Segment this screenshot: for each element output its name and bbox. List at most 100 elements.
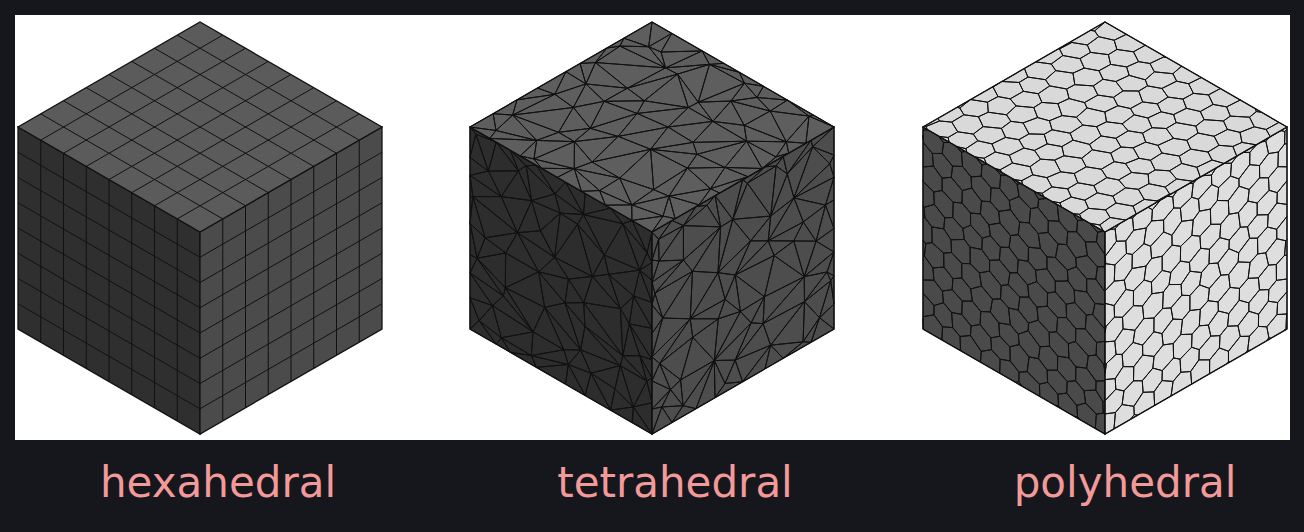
mesh-edge	[1218, 287, 1239, 313]
mesh-edge	[1238, 201, 1257, 227]
mesh-edge	[573, 101, 604, 128]
mesh-edge	[999, 210, 1020, 236]
mesh-edge	[200, 253, 382, 358]
mesh-edge	[1076, 329, 1097, 356]
mesh-edge	[586, 63, 627, 89]
mesh-edge	[1085, 314, 1105, 342]
mesh-edge	[1114, 253, 1132, 281]
mesh-edge	[652, 319, 690, 364]
mesh-edge	[1173, 334, 1192, 359]
mesh-edge	[1133, 318, 1154, 345]
mesh-edge	[1122, 342, 1143, 366]
mesh-edge	[1056, 244, 1077, 270]
mesh-edge	[663, 196, 675, 218]
mesh-edge	[805, 272, 831, 302]
mesh-edge	[629, 324, 652, 360]
mesh-edge	[488, 171, 518, 197]
mesh-edge	[649, 33, 672, 52]
mesh-type-label: tetrahedral	[557, 462, 793, 504]
mesh-edge	[542, 168, 575, 177]
mesh-edge	[813, 147, 834, 164]
mesh-edge	[109, 75, 291, 180]
mesh-edge	[1260, 152, 1279, 178]
mesh-edge	[923, 181, 934, 207]
mesh-edge	[711, 177, 748, 193]
mesh-edge	[1115, 367, 1134, 391]
mesh-edge	[747, 141, 787, 157]
mesh-edge	[1162, 245, 1180, 272]
mesh-edge	[698, 101, 731, 121]
mesh-edge	[1169, 163, 1200, 181]
mesh-edge	[989, 223, 1011, 247]
mesh-edge	[962, 263, 982, 289]
mesh-edge	[1148, 170, 1176, 187]
mesh-edge	[629, 324, 652, 360]
mesh-edge	[517, 88, 555, 100]
mesh-edge	[1239, 278, 1259, 303]
mesh-edge	[595, 63, 665, 89]
mesh-edge	[1067, 85, 1098, 103]
mesh-edge	[794, 147, 830, 198]
mesh-edge	[490, 130, 537, 140]
mesh-edge	[1192, 325, 1211, 350]
mesh-edge	[1133, 280, 1151, 306]
mesh-edge	[1267, 203, 1287, 229]
mesh-edge	[1157, 97, 1186, 114]
mesh-edge	[999, 323, 1019, 347]
mesh-edge	[1143, 332, 1164, 357]
mesh-edge	[1028, 282, 1048, 308]
mesh-edge	[923, 256, 934, 280]
mesh-edge	[923, 166, 942, 192]
mesh-edge	[1068, 342, 1088, 369]
mesh-edge	[768, 241, 794, 256]
mesh-edge	[623, 224, 647, 270]
mesh-edge	[652, 381, 671, 409]
mesh-edge	[1277, 292, 1287, 315]
mesh-edge	[1047, 370, 1067, 394]
mesh-edge	[1018, 297, 1038, 323]
mesh-edge	[690, 271, 718, 318]
mesh-edge	[714, 361, 725, 398]
mesh-edge	[714, 312, 751, 361]
mesh-edge	[1153, 344, 1174, 371]
mesh-edge	[1009, 308, 1029, 334]
mesh-edge	[1132, 244, 1152, 269]
mesh-edge	[1134, 355, 1155, 381]
mesh-edge	[1019, 134, 1047, 151]
mesh-edge	[1199, 185, 1219, 212]
mesh-edge	[470, 197, 485, 238]
mesh-edge	[1028, 320, 1049, 347]
mesh-edge	[805, 281, 831, 318]
mesh-edge	[820, 304, 834, 329]
mesh-edge	[611, 407, 634, 423]
mesh-edge	[1228, 300, 1249, 326]
mesh-edge	[479, 306, 501, 338]
mesh-edge	[470, 298, 479, 329]
mesh-edge	[536, 365, 568, 385]
mesh-edge	[1055, 281, 1074, 304]
mesh-edge	[1037, 306, 1058, 332]
mesh-edge	[1076, 367, 1096, 391]
mesh-edge	[1076, 256, 1098, 280]
mesh-edge	[1115, 329, 1135, 354]
mesh-edge	[1181, 271, 1201, 295]
mesh-edge	[40, 140, 41, 342]
mesh-type-label: polyhedral	[1014, 462, 1237, 504]
mesh-edge	[531, 332, 564, 356]
mesh-edge	[640, 356, 652, 382]
mesh-edge	[1111, 147, 1139, 164]
mesh-edge	[1268, 167, 1287, 193]
mesh-edge	[568, 350, 591, 373]
mesh-edge	[962, 301, 981, 326]
mesh-edge	[86, 61, 268, 166]
mesh-edge	[1105, 317, 1123, 342]
mesh-edge	[1035, 269, 1055, 293]
mesh-edge	[659, 226, 683, 261]
mesh-edge	[1093, 79, 1123, 97]
mesh-edge	[1133, 45, 1163, 63]
mesh-edge	[988, 97, 1017, 115]
mesh-edge	[698, 64, 744, 102]
face-border	[18, 22, 382, 232]
face-fill	[470, 22, 834, 232]
mesh-edge	[803, 302, 819, 342]
